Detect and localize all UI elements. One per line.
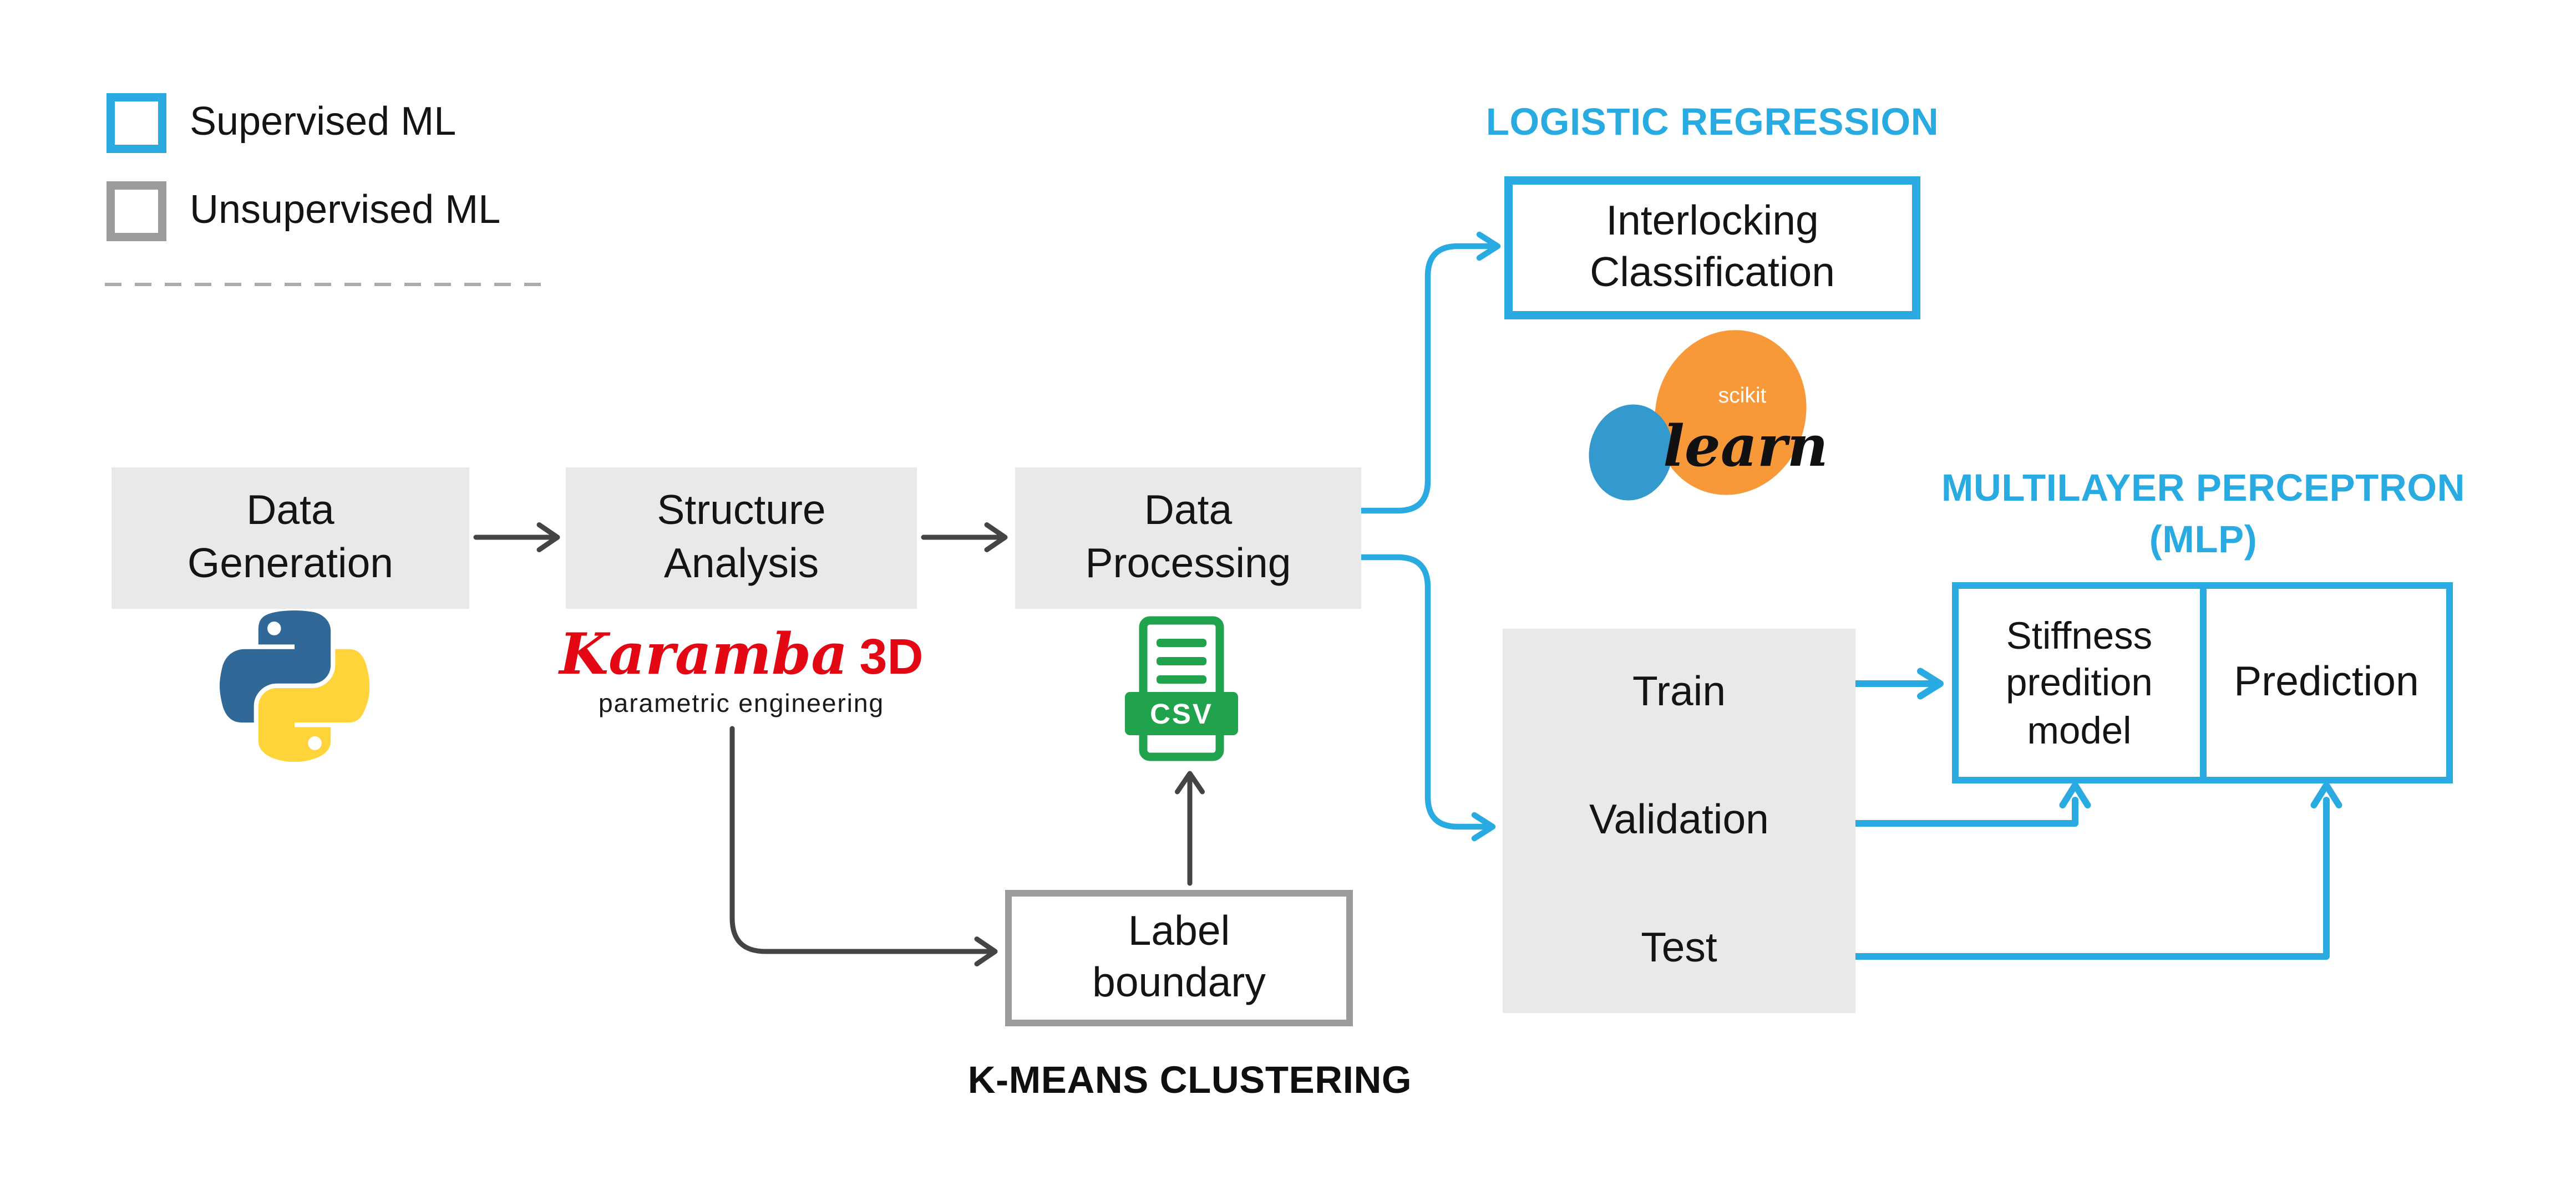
data-generation-box: Data Generation xyxy=(111,467,469,609)
arrow-analysis-to-processing xyxy=(921,522,1008,552)
curve-processing-to-interlocking xyxy=(1358,231,1501,514)
kmeans-clustering-heading: K-MEANS CLUSTERING xyxy=(967,1058,1412,1101)
split-row-validation: Validation xyxy=(1589,797,1769,843)
sklearn-scikit-text: scikit xyxy=(1718,384,1767,408)
curve-processing-to-split xyxy=(1358,554,1496,842)
interlocking-classification-box: Interlocking Classification xyxy=(1504,176,1920,319)
arrow-analysis-to-label-boundary xyxy=(729,726,998,966)
csv-file-icon: CSV xyxy=(1125,616,1238,761)
mlp-heading-line1: MULTILAYER PERCEPTRON xyxy=(1941,466,2466,509)
dataset-split-box: Train Validation Test xyxy=(1503,629,1855,1013)
csv-icon-label: CSV xyxy=(1150,698,1213,730)
karamba-logo-3d: 3D xyxy=(859,630,924,685)
arrow-validation-to-model xyxy=(1852,782,2091,827)
arrow-train-to-model xyxy=(1852,668,1944,700)
karamba-logo-tagline: parametric engineering xyxy=(598,690,885,719)
arrow-label-boundary-to-csv xyxy=(1175,771,1205,886)
karamba-logo-name: Karamba xyxy=(559,622,848,689)
legend-supervised-swatch xyxy=(107,93,166,153)
karamba3d-logo: Karamba 3D parametric engineering xyxy=(557,622,925,720)
structure-analysis-box: Structure Analysis xyxy=(566,467,917,609)
legend-unsupervised-label: Unsupervised ML xyxy=(190,188,501,233)
split-row-test: Test xyxy=(1641,925,1717,971)
stiffness-prediction-model-box: Stiffness predition model xyxy=(1959,589,2207,777)
scikit-learn-logo: scikit learn xyxy=(1589,330,1828,501)
mlp-heading-block: MULTILAYER PERCEPTRON (MLP) xyxy=(1902,462,2504,566)
legend-supervised-label: Supervised ML xyxy=(190,100,457,145)
mlp-combo-box: Stiffness predition model Prediction xyxy=(1952,582,2453,783)
arrow-test-to-prediction xyxy=(1852,782,2342,960)
arrow-generation-to-analysis xyxy=(473,522,560,552)
prediction-box: Prediction xyxy=(2234,659,2419,705)
label-boundary-box: Label boundary xyxy=(1005,890,1353,1026)
sklearn-learn-text: learn xyxy=(1663,413,1828,480)
data-processing-box: Data Processing xyxy=(1015,467,1361,609)
python-logo-icon xyxy=(220,610,369,762)
legend-unsupervised-swatch xyxy=(107,181,166,241)
mlp-heading-line2: (MLP) xyxy=(2149,517,2258,561)
logistic-regression-heading: LOGISTIC REGRESSION xyxy=(1485,100,1939,143)
split-row-train: Train xyxy=(1632,669,1726,715)
